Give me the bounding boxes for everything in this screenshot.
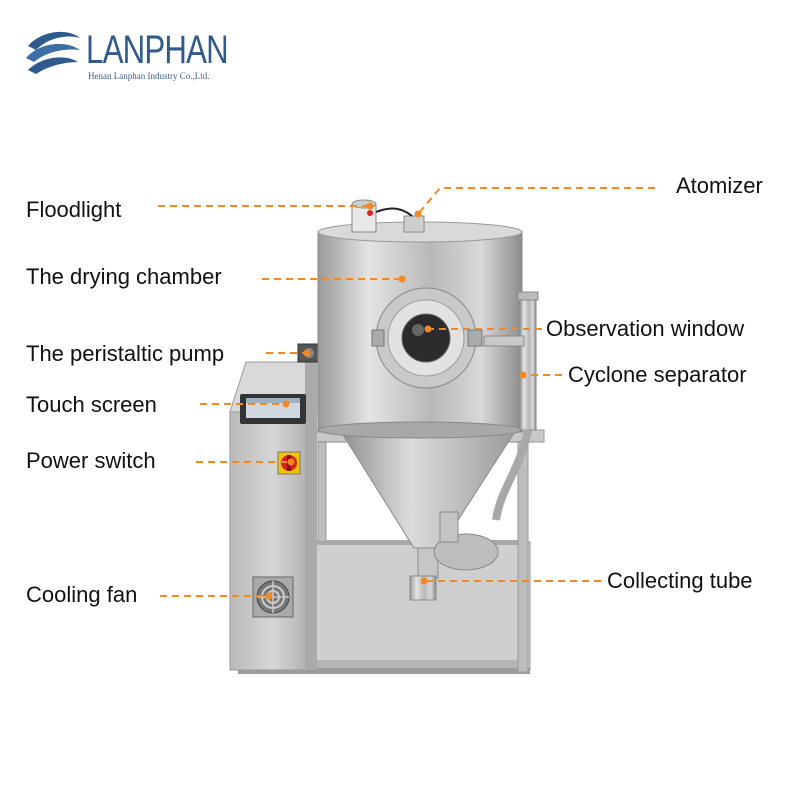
callout-dot-cooling-fan	[265, 592, 273, 600]
callout-label-power-switch: Power switch	[26, 448, 156, 473]
callout-dot-collecting-tube	[420, 577, 428, 585]
callout-dot-touch-screen	[282, 400, 290, 408]
callout-label-cyclone-separator: Cyclone separator	[568, 362, 747, 387]
callout-label-observation-window: Observation window	[546, 316, 745, 341]
callout-dot-atomizer	[414, 210, 422, 218]
callout-dot-peristaltic-pump	[303, 349, 311, 357]
callout-label-floodlight: Floodlight	[26, 197, 122, 222]
callout-label-collecting-tube: Collecting tube	[607, 568, 753, 593]
callout-dot-observation-window	[424, 325, 432, 333]
touch-screen-panel	[240, 394, 306, 424]
callout-label-atomizer: Atomizer	[676, 173, 763, 198]
callout-label-cooling-fan: Cooling fan	[26, 582, 138, 607]
brand-tagline: Henan Lanphan Industry Co.,Ltd.	[88, 71, 210, 81]
callout-dot-floodlight	[366, 202, 374, 210]
callout-label-drying-chamber: The drying chamber	[26, 264, 222, 289]
callout-dot-power-switch	[287, 458, 295, 466]
callout-label-peristaltic-pump: The peristaltic pump	[26, 341, 225, 366]
blower-unit	[433, 511, 499, 571]
callout-dot-drying-chamber	[398, 275, 406, 283]
callout-dot-cyclone-separator	[519, 371, 527, 379]
callout-label-touch-screen: Touch screen	[26, 392, 157, 417]
brand-name: LANPHAN	[86, 28, 229, 72]
cooling-fan-grille	[252, 576, 294, 618]
lanphan-logo-icon	[26, 31, 80, 74]
observation-window-porthole	[371, 287, 483, 389]
callout-line-atomizer	[417, 187, 655, 215]
